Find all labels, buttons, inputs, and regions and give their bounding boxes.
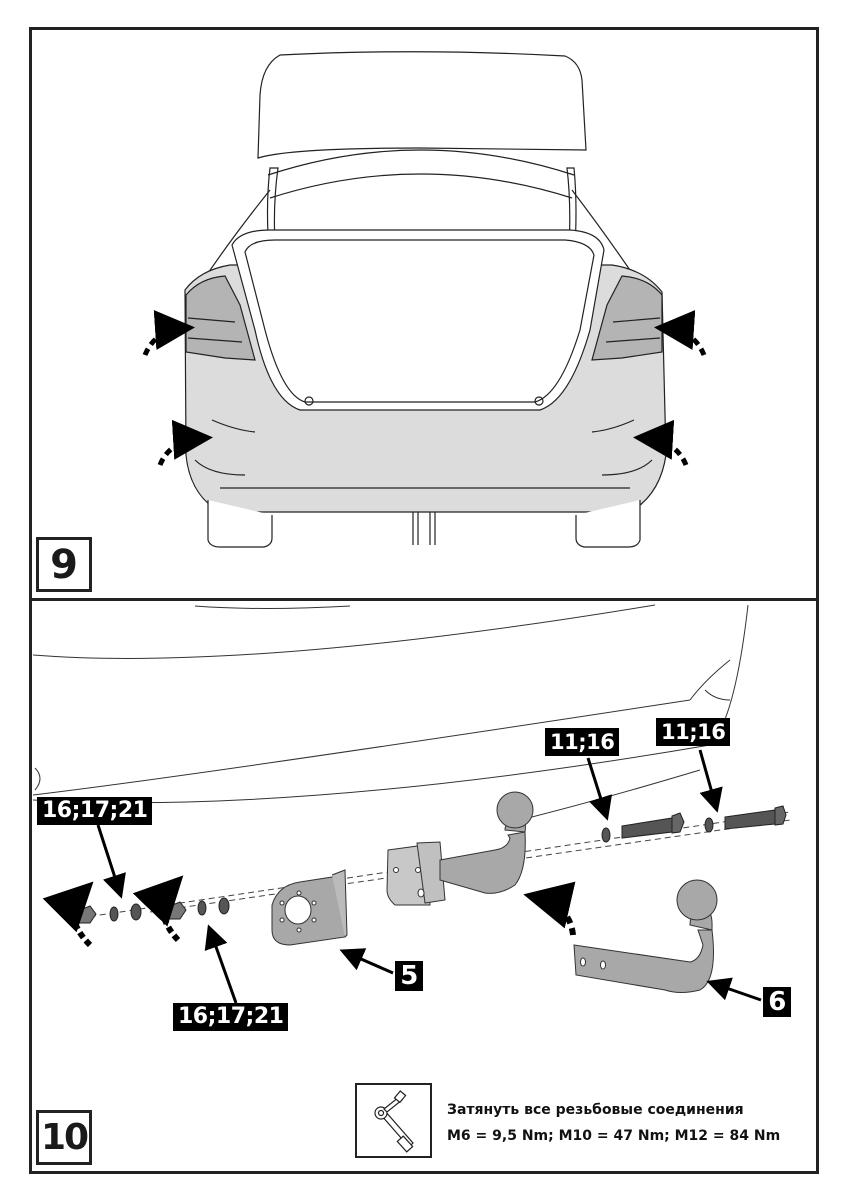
- washer: [704, 817, 714, 833]
- spring-washer: [197, 900, 207, 916]
- flat-washer: [218, 897, 230, 915]
- wheel-right: [575, 500, 641, 548]
- torque-wrench-icon: [374, 1090, 414, 1153]
- tow-ball-part: [573, 879, 718, 993]
- rotate-arrow-icon: [132, 875, 184, 943]
- trunk-cavity: [231, 229, 605, 411]
- bolt: [724, 809, 776, 830]
- washer: [601, 827, 611, 843]
- torque-instruction-title: Затянуть все резьбовые соединения: [447, 1102, 744, 1118]
- callout-bolt-left: 11;16: [545, 728, 620, 756]
- panel-divider: [29, 598, 819, 601]
- tow-ball: [676, 879, 718, 921]
- arrow-icon: [654, 310, 707, 357]
- fastener-group-left: [42, 881, 142, 948]
- flat-washer: [130, 903, 142, 921]
- step-number-10: 10: [36, 1110, 92, 1165]
- arrow-icon: [157, 419, 213, 467]
- callout-nuts-left: 16;17;21: [37, 797, 153, 825]
- car-underside-outline: [32, 604, 749, 821]
- arrow-icon: [142, 310, 195, 357]
- socket-bracket: [271, 869, 348, 946]
- torque-wrench-box: [355, 1083, 432, 1158]
- car-rear-view: [184, 51, 667, 548]
- removal-arrows: [142, 310, 707, 467]
- wheel-left: [207, 500, 273, 548]
- spring-washer: [109, 906, 119, 922]
- callout-nuts-right: 16;17;21: [173, 1003, 289, 1031]
- torque-values: M6 = 9,5 Nm; M10 = 47 Nm; M12 = 84 Nm: [447, 1128, 781, 1144]
- callout-part-6: 6: [763, 987, 791, 1017]
- torque-instructions: Затянуть все резьбовые соединения M6 = 9…: [447, 1097, 780, 1149]
- leader-lines: [96, 749, 762, 1004]
- tow-ball: [496, 791, 534, 829]
- arrow-icon: [633, 419, 689, 467]
- trunk-lid: [257, 51, 587, 159]
- step-number-9: 9: [36, 537, 92, 592]
- hex-nut: [164, 901, 187, 920]
- bolt: [621, 817, 673, 839]
- hex-nut: [74, 905, 97, 924]
- callout-bolt-right: 11;16: [656, 718, 731, 746]
- tow-bar-mounted: [386, 791, 534, 906]
- bolt-group: [601, 805, 787, 843]
- rotate-arrow-icon: [42, 881, 94, 948]
- fastener-group-right: [132, 875, 230, 943]
- insert-arrow-icon: [523, 881, 576, 936]
- callout-part-5: 5: [395, 961, 423, 991]
